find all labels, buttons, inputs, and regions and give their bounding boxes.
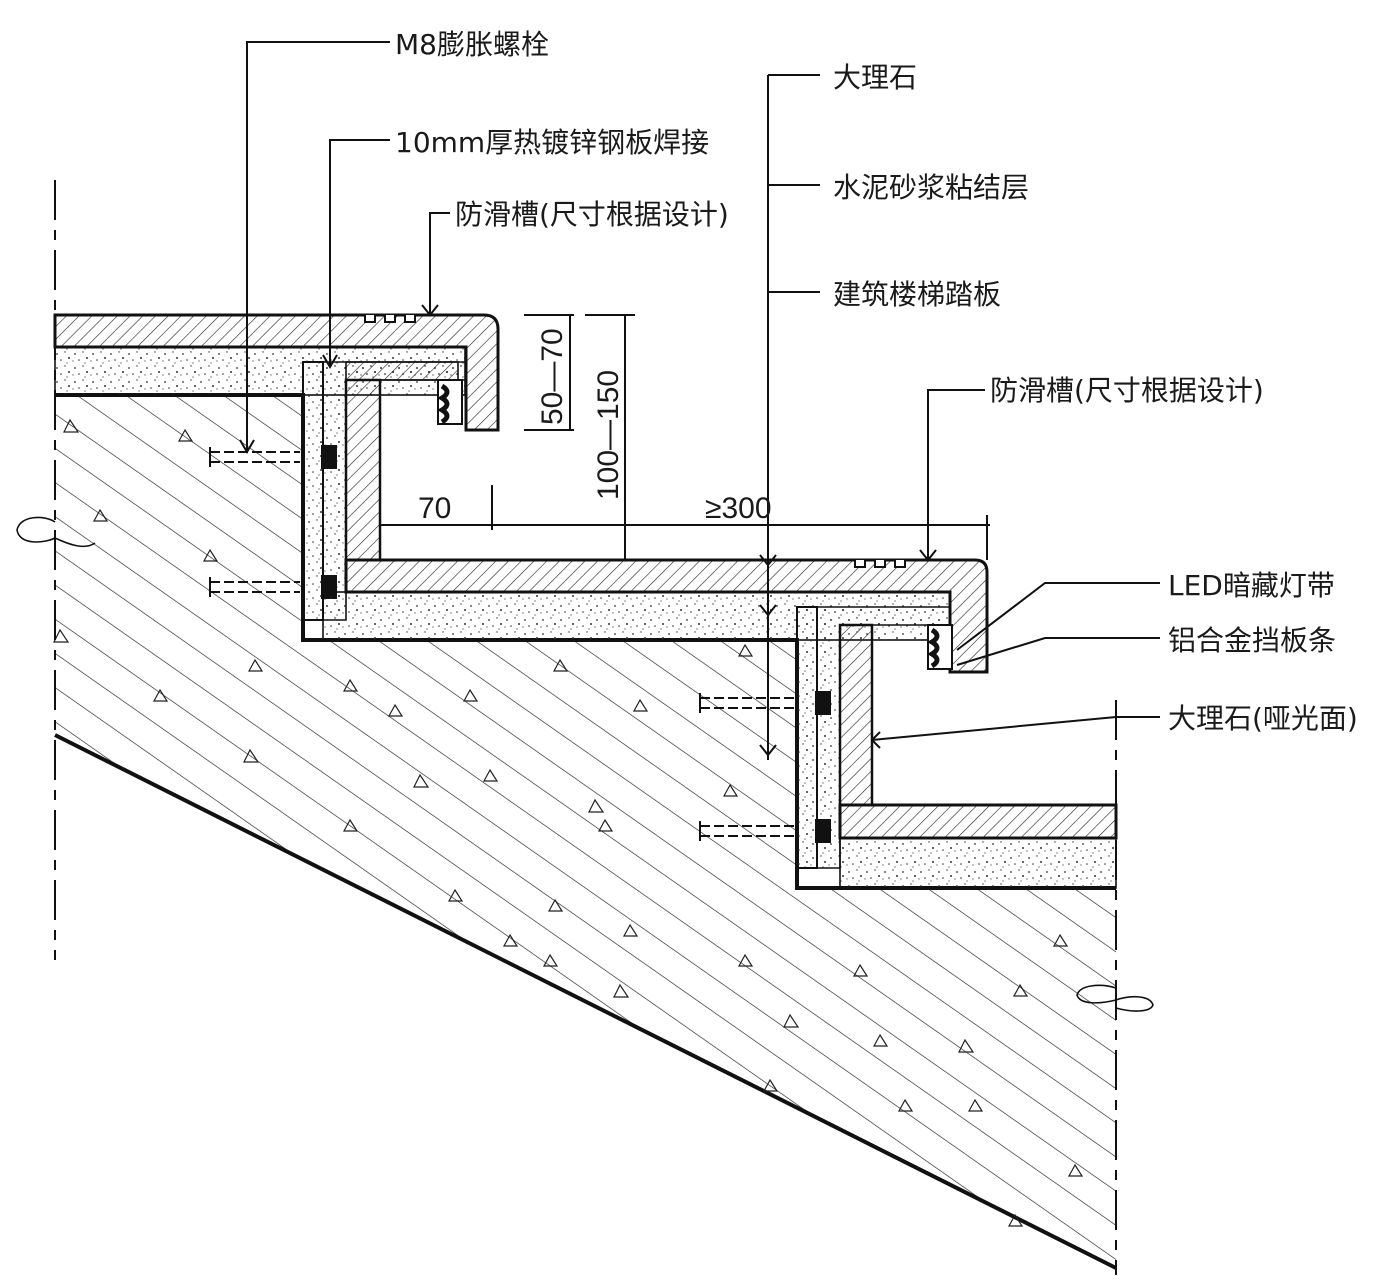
label-marble-matte: 大理石(哑光面) xyxy=(1168,702,1358,735)
label-led: LED暗藏灯带 xyxy=(1168,569,1335,602)
middle-bolts xyxy=(699,691,831,843)
middle-led-strip xyxy=(927,624,953,670)
upper-bolts xyxy=(209,445,337,599)
label-mortar: 水泥砂浆粘结层 xyxy=(833,171,1029,204)
label-groove-upper: 防滑槽(尺寸根据设计) xyxy=(455,198,729,231)
dimension-100-150: 100—150 xyxy=(592,370,625,500)
dimension-300: ≥300 xyxy=(705,492,772,525)
label-groove-lower: 防滑槽(尺寸根据设计) xyxy=(990,374,1264,407)
label-marble: 大理石 xyxy=(833,61,917,94)
label-tread: 建筑楼梯踏板 xyxy=(833,278,1001,311)
label-alu-strip: 铝合金挡板条 xyxy=(1168,624,1336,657)
dimension-70: 70 xyxy=(418,492,451,525)
label-steel-plate: 10mm厚热镀锌钢板焊接 xyxy=(395,126,709,159)
upper-led-strip xyxy=(437,379,463,425)
break-lines xyxy=(16,180,1154,1275)
dimension-50-70: 50—70 xyxy=(536,328,569,425)
dimension-lines xyxy=(379,75,990,760)
label-bolt: M8膨胀螺栓 xyxy=(395,28,549,61)
upper-tread xyxy=(53,313,500,432)
lower-step xyxy=(838,803,1118,889)
leader-lines xyxy=(239,41,1160,749)
